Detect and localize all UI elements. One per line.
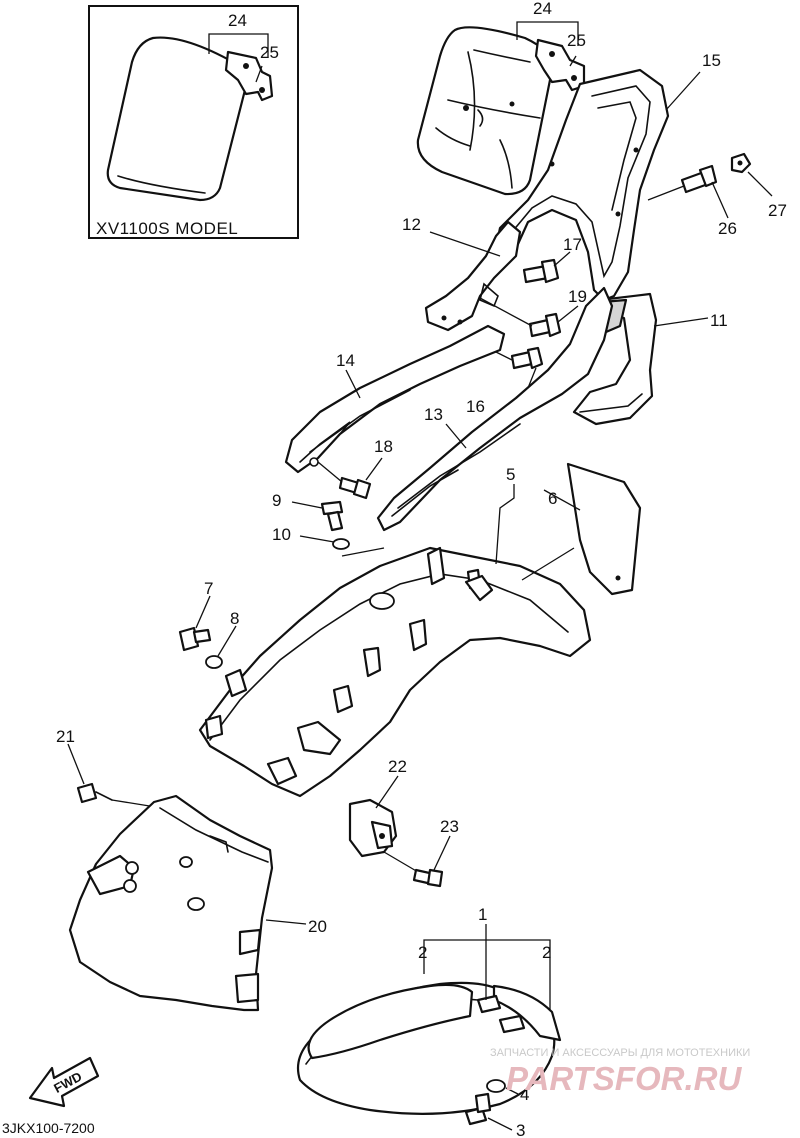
callout-10: 10 <box>272 525 291 544</box>
callout-17: 17 <box>563 235 582 254</box>
callout-25-inset: 25 <box>260 43 279 62</box>
callout-7: 7 <box>204 579 213 598</box>
grab-bar-14 <box>284 324 506 474</box>
callout-24-inset: 24 <box>228 11 247 30</box>
callout-11: 11 <box>710 311 728 330</box>
bolt-18 <box>338 476 372 500</box>
callout-27: 27 <box>768 201 787 220</box>
leader-11 <box>653 317 709 327</box>
leader-9 <box>291 501 323 509</box>
callout-3: 3 <box>516 1121 525 1138</box>
callout-21: 21 <box>56 727 75 746</box>
leader-23 <box>433 835 451 871</box>
bolt-26 <box>680 164 718 194</box>
inset-model-label: XV1100S MODEL <box>96 219 238 238</box>
leader-24 <box>516 21 579 46</box>
callout-15: 15 <box>702 51 721 70</box>
callout-1: 1 <box>478 905 487 924</box>
leader-5 <box>495 484 515 565</box>
callout-22: 22 <box>388 757 407 776</box>
bolt-16 <box>510 346 544 370</box>
washer-10 <box>332 538 350 550</box>
watermark: ЗАПЧАСТИ И АКСЕССУАРЫ ДЛЯ МОТОТЕХНИКИ PA… <box>490 1047 750 1097</box>
callout-16: 16 <box>466 397 485 416</box>
callout-23: 23 <box>440 817 459 836</box>
callout-25: 25 <box>567 31 586 50</box>
leader-26 <box>647 181 729 219</box>
bolt-23 <box>412 868 444 888</box>
inner-fender-20 <box>68 794 274 1012</box>
callout-20: 20 <box>308 917 327 936</box>
callout-4: 4 <box>520 1085 529 1104</box>
leader-15 <box>665 71 701 111</box>
backrest-bracket-25 <box>534 38 586 92</box>
bolt-19 <box>528 312 562 338</box>
leader-3 <box>487 1117 513 1131</box>
inset-backrest-pad <box>106 36 249 202</box>
leader-8 <box>217 625 237 657</box>
forward-arrow: FWD <box>28 1056 100 1108</box>
bolt-3 <box>464 1092 492 1126</box>
leader-27 <box>747 171 773 197</box>
leader-13 <box>445 423 467 449</box>
leader-fender-label <box>341 547 575 581</box>
bolt-17 <box>522 258 560 284</box>
inset-frame <box>88 5 299 239</box>
leader-25 <box>569 55 577 67</box>
inset-backrest-pad-edge <box>117 175 206 194</box>
grab-bar-13 <box>376 286 614 532</box>
callout-2-right: 2 <box>542 943 551 962</box>
callout-6: 6 <box>548 489 557 508</box>
leader-16 <box>495 351 537 389</box>
diagram-code: 3JKX100-7200 <box>2 1120 95 1136</box>
inset-bracket-hole <box>259 87 265 93</box>
leader-20 <box>265 919 307 925</box>
callout-14: 14 <box>336 351 355 370</box>
bolt-21 <box>76 782 113 804</box>
flap-6 <box>566 462 642 596</box>
callout-12: 12 <box>402 215 421 234</box>
leader-2 <box>423 939 551 1010</box>
leader-7 <box>195 595 211 629</box>
watermark-caption: ЗАПЧАСТИ И АКСЕССУАРЫ ДЛЯ МОТОТЕХНИКИ <box>490 1047 750 1059</box>
inset-leader-25 <box>255 65 263 83</box>
callout-9: 9 <box>272 491 281 510</box>
callout-24: 24 <box>533 0 552 18</box>
watermark-brand: PARTSFOR.RU <box>506 1060 742 1097</box>
callout-18: 18 <box>374 437 393 456</box>
callout-8: 8 <box>230 609 239 628</box>
callout-5: 5 <box>506 465 515 484</box>
callout-19: 19 <box>568 287 587 306</box>
rear-fender <box>198 546 592 798</box>
leader-14 <box>345 369 361 399</box>
washer-8 <box>205 655 223 669</box>
leader-12 <box>429 231 501 257</box>
leader-10 <box>299 535 335 543</box>
bolt-7 <box>178 626 212 652</box>
leader-19 <box>479 297 579 327</box>
leader-18 <box>317 457 383 483</box>
callout-26: 26 <box>718 219 737 238</box>
callout-2-left: 2 <box>418 943 427 962</box>
backrest-pad-24 <box>416 26 554 196</box>
bolt-9 <box>320 500 344 532</box>
bracket-22 <box>348 798 398 858</box>
leader-17 <box>553 251 571 267</box>
callout-13: 13 <box>424 405 443 424</box>
leader-22 <box>375 775 419 873</box>
backrest-frame-15 <box>494 68 670 302</box>
nut-27 <box>730 152 752 174</box>
inset-leader-24 <box>208 33 269 58</box>
inset-xv1100s-model: 24 25 XV1100S MODEL <box>88 5 299 239</box>
leader-4 <box>505 1087 519 1095</box>
bracket-12 <box>424 220 522 332</box>
leader-6 <box>543 489 581 511</box>
washer-4 <box>486 1079 506 1093</box>
inset-bracket-hole <box>243 63 249 69</box>
